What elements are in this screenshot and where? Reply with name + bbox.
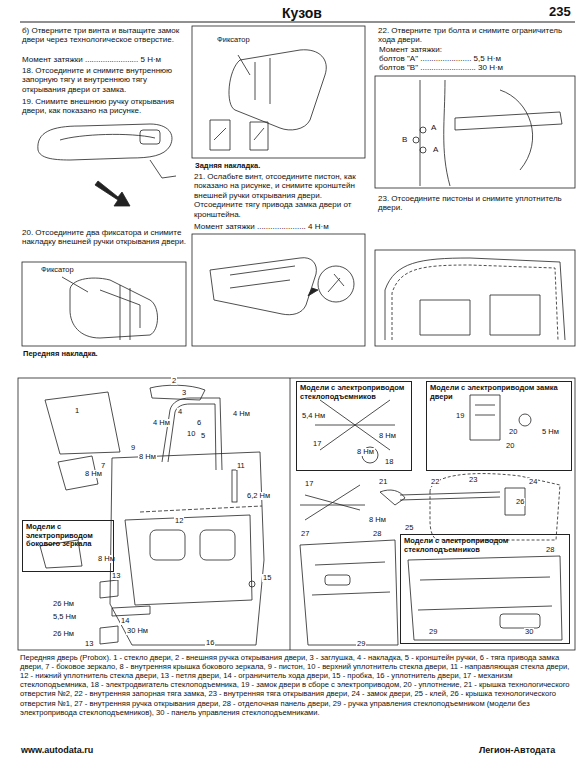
handle-figure [38, 124, 176, 206]
callout-number: 5 [200, 432, 206, 440]
text-label: Легион-Автодата [478, 746, 556, 755]
text-label: 22. Отверните три болта и снимите ограни… [378, 26, 574, 45]
callout-number: 14 [120, 617, 130, 625]
figure-frame [192, 26, 365, 158]
torque-value: 5 Нм [541, 428, 560, 436]
text-label: 18. Отсоедините и снимите внутреннюю зап… [22, 66, 186, 94]
callout-number: 22 [430, 478, 440, 486]
text-label: 20. Отсоедините два фиксатора и снимите … [22, 228, 186, 247]
text-label: Задняя накладка. [194, 162, 261, 170]
page-number: 235 [548, 5, 572, 19]
variant-box: Модели с электроприводом стеклоподъемник… [400, 534, 570, 644]
figure-frame [192, 234, 365, 346]
torque-value: 26 Нм [52, 630, 75, 638]
callout-number: 4 [177, 408, 183, 416]
callout-number: 20 [505, 442, 515, 450]
header-rule [20, 21, 575, 22]
front-cover-figure [62, 277, 158, 340]
torque-value: болтов "A" ....................... 5,5 Н… [378, 55, 502, 63]
callout-number: 28 [372, 530, 382, 538]
callout-number: 11 [236, 462, 246, 470]
torque-value: 26 Нм [52, 600, 75, 608]
callout-number: 6 [196, 419, 202, 427]
box-heading: Модели с электроприводом стеклоподъемник… [401, 535, 569, 556]
callout-number: 26 [515, 498, 525, 506]
text-label: Момент затяжки: [378, 46, 443, 54]
torque-value: 8 Нм [84, 470, 103, 478]
text-label: 23. Отсоедините пистоны и снимите уплотн… [378, 194, 574, 213]
door-glass [45, 392, 120, 454]
torque-value: 30 Нм [126, 627, 149, 635]
door-shell [110, 452, 264, 645]
torque-value: Момент затяжки ........................ … [22, 55, 186, 64]
lock-and-trim-view [300, 395, 562, 645]
text-label: Фиксатор [216, 36, 251, 44]
figure-frame [22, 262, 186, 346]
torque-value: 5,5 Нм [52, 613, 77, 621]
callout-number: 13 [84, 640, 94, 648]
torque-value: 6,2 Нм [246, 492, 271, 500]
callout-number: 3 [181, 389, 187, 397]
text-label: 21. Ослабьте винт, отсоедините пистон, к… [194, 172, 364, 219]
callout-number: 20 [508, 428, 518, 436]
box-heading: Модели с электроприводом замка двери [427, 382, 571, 403]
variant-box: Модели с электроприводом бокового зеркал… [22, 520, 114, 572]
callout-number: 29 [428, 628, 438, 636]
text-label: 19. Снимите внешнюю ручку открывания две… [22, 97, 186, 116]
torque-value: Момент затяжки ...................... 4 … [194, 222, 364, 231]
callout-number: 2 [171, 377, 177, 385]
callout-number: 10 [186, 430, 196, 438]
callout-number: 18 [384, 458, 394, 466]
torque-value: 4 Нм [152, 419, 171, 427]
door-trim-panel [300, 540, 398, 645]
panel-divider [290, 378, 291, 650]
door-seal-figure [385, 258, 565, 340]
callout-number: 23 [468, 476, 478, 484]
torque-value: 4 Нм [232, 410, 251, 418]
callout-number: 30 [524, 628, 534, 636]
door-exploded-view [40, 385, 264, 645]
callout-number: 13 [111, 572, 121, 580]
rear-cover-figure [210, 50, 326, 150]
callout-number: 17 [304, 480, 314, 488]
bracket-figure [210, 258, 354, 315]
callout-number: 17 [312, 440, 322, 448]
callout-number: 24 [528, 478, 538, 486]
diagram-frame [18, 378, 575, 650]
figure-frame [375, 250, 575, 346]
torque-value: 8 Нм [378, 432, 397, 440]
text-label: www.autodata.ru [20, 746, 94, 755]
callout-number: 27 [300, 530, 310, 538]
callout-number: 28 [545, 546, 555, 554]
text-label: Фиксатор [40, 266, 75, 274]
callout-number: 7 [100, 462, 106, 470]
callout-number: 19 [455, 412, 465, 420]
variant-box: Модели с электроприводом замка двери [426, 381, 572, 471]
text-label: B [401, 136, 408, 144]
callout-number: 29 [356, 640, 366, 648]
text-label: б) Отверните три винта и вытащите замок … [22, 26, 186, 45]
callout-number: 25 [404, 524, 414, 532]
text-label: A [432, 146, 439, 154]
callout-number: 12 [174, 517, 184, 525]
figure-caption: Передняя дверь (Probox). 1 - стекло двер… [20, 653, 573, 717]
variant-box: Модели с электроприводом стеклоподъемник… [296, 381, 412, 471]
door-check-figure [413, 80, 562, 186]
callout-number: 9 [130, 444, 136, 452]
text-label: A [430, 124, 437, 132]
page-header: Кузов [282, 5, 322, 22]
figure-frame [375, 76, 575, 188]
torque-value: 8 Нм [356, 448, 375, 456]
torque-value: 5,4 Нм [301, 412, 326, 420]
callout-number: 15 [262, 574, 272, 582]
callout-number: 1 [74, 407, 80, 415]
torque-value: 8 Нм [368, 516, 387, 524]
callout-number: 16 [205, 639, 215, 647]
callout-number: 21 [378, 478, 388, 486]
text-label: Передняя накладка. [22, 350, 99, 358]
box-heading: Модели с электроприводом стеклоподъемник… [297, 382, 411, 403]
box-heading: Модели с электроприводом бокового зеркал… [23, 521, 113, 551]
torque-value: болтов "B" ......................... 30 … [378, 64, 504, 72]
torque-value: 8 Нм [138, 453, 157, 461]
